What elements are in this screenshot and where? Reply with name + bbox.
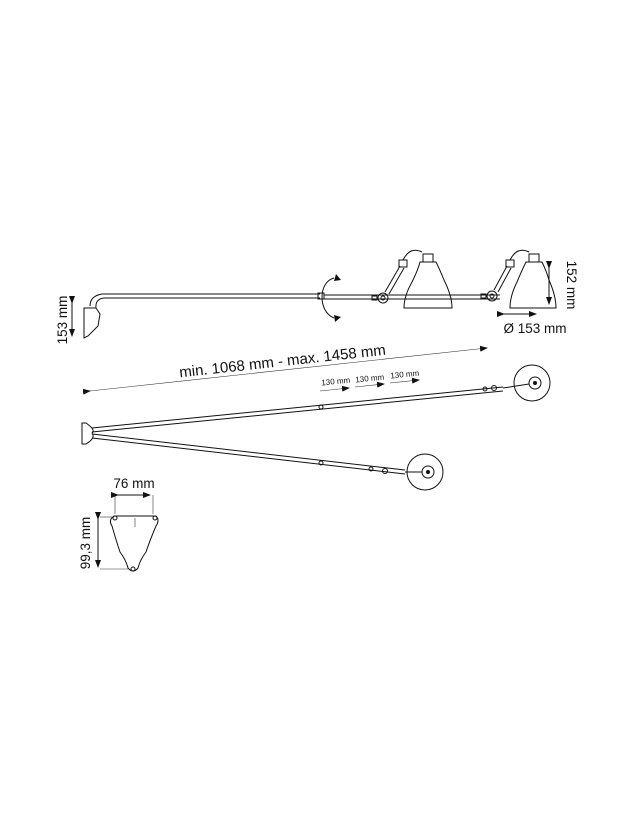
dimension-shade-height: 152 mm [546, 261, 579, 310]
wall-bracket-side [83, 293, 320, 339]
arm-rod [317, 292, 500, 300]
wall-height-label: 153 mm [55, 296, 70, 345]
extension-step-3: 130 mm [390, 369, 420, 381]
dimension-shade-diameter: Ø 153 mm [497, 311, 567, 336]
dimension-wall-height: 153 mm [55, 296, 75, 345]
side-view: 153 mm 152 mm Ø 153 mm [55, 249, 579, 345]
dimension-reach: min. 1068 mm - max. 1458 mm [82, 342, 488, 395]
rotation-arrows-icon [321, 274, 341, 322]
bracket-width-label: 76 mm [113, 476, 154, 491]
shade-height-label: 152 mm [564, 261, 579, 310]
plan-view: min. 1068 mm - max. 1458 mm 130 mm 130 m… [81, 342, 551, 491]
extension-steps: 130 mm 130 mm 130 mm [319, 369, 420, 392]
bracket-front-view: 76 mm 99,3 mm [78, 476, 159, 572]
shade-diameter-label: Ø 153 mm [503, 321, 566, 336]
upper-arm [91, 364, 551, 433]
extension-step-1: 130 mm [321, 376, 351, 388]
lower-arm [91, 433, 444, 491]
bracket-height-label: 99,3 mm [78, 517, 93, 570]
lamp-1-side [371, 249, 453, 309]
extension-step-2: 130 mm [355, 373, 385, 385]
wall-plate-plan [81, 422, 94, 445]
